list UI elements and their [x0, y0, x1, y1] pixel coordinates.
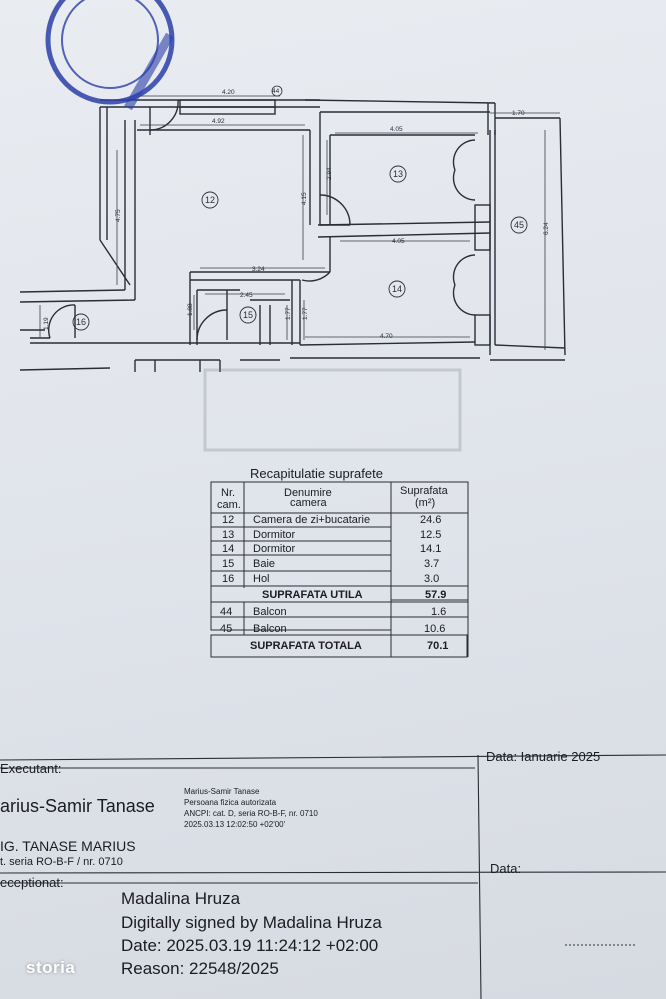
notary-stamp	[45, 0, 175, 111]
receiver-name: Madalina Hruza	[121, 889, 241, 908]
executant-name: arius-Samir Tanase	[0, 796, 155, 816]
date-january-label: Data: Ianuarie 2025	[486, 749, 601, 764]
dim-294: 2.94	[326, 167, 333, 180]
esign-name: Marius-Samir Tanase	[184, 787, 260, 796]
row-12-nr: 12	[222, 514, 235, 526]
total-area-value: 70.1	[427, 640, 449, 652]
row-12-name: Camera de zi+bucatarie	[253, 514, 371, 526]
table-title: Recapitulatie suprafete	[250, 466, 383, 481]
faded-watermark	[203, 368, 462, 452]
room-label-15: 15	[243, 310, 253, 320]
esign-timestamp: 2025.03.13 12:02:50 +02'00'	[184, 820, 286, 829]
row-45-nr: 45	[220, 623, 233, 635]
signature-date-line: Date: 2025.03.19 11:24:12 +02:00	[121, 936, 379, 955]
esign-line-2: Persoana fizica autorizata	[184, 798, 277, 807]
dim-470: 4.70	[380, 333, 393, 340]
row-13-nr: 13	[222, 529, 235, 541]
esign-line-3: ANCPI: cat. D, seria RO-B-F, nr. 0710	[184, 809, 318, 818]
room-label-14: 14	[392, 284, 402, 294]
digital-signature-line: Digitally signed by Madalina Hruza	[121, 913, 382, 932]
dim-492: 4.92	[212, 118, 225, 125]
room-label-12: 12	[205, 195, 215, 205]
table-grid	[210, 481, 469, 658]
date-label: Data:	[490, 861, 522, 876]
row-44-name: Balcon	[253, 606, 287, 618]
esign-details: Marius-Samir Tanase Persoana fizica auto…	[184, 786, 318, 830]
dim-624: 6.24	[543, 222, 550, 235]
row-14-name: Dormitor	[253, 543, 296, 555]
executant-label: Executant:	[0, 761, 62, 776]
dim-119: 1.19	[43, 317, 50, 330]
row-14-nr: 14	[222, 543, 235, 555]
header-name-2: camera	[290, 497, 327, 509]
row-15-nr: 15	[222, 558, 235, 570]
dim-177-a: 1.77	[285, 307, 292, 320]
header-area-2: (m²)	[415, 497, 436, 509]
header-nr-2: cam.	[217, 499, 241, 511]
row-45-name: Balcon	[253, 623, 287, 635]
dim-420: 4.20	[222, 89, 235, 96]
row-16-nr: 16	[222, 573, 235, 585]
dim-324: 3.24	[252, 266, 265, 273]
receptionat-label: eceptionat:	[0, 875, 64, 890]
room-label-45: 45	[514, 220, 524, 230]
header-name: Denumire	[284, 487, 332, 499]
useful-area-value: 57.9	[425, 589, 447, 601]
row-45-area: 10.6	[424, 623, 446, 635]
total-area-label: SUPRAFATA TOTALA	[250, 640, 362, 652]
dim-188: 1.88	[187, 303, 194, 316]
row-16-area: 3.0	[424, 573, 440, 585]
row-13-area: 12.5	[420, 529, 442, 541]
dim-177-b: 1.77	[302, 307, 309, 320]
dim-44: 44	[272, 88, 280, 95]
useful-area-label: SUPRAFATA UTILA	[262, 589, 363, 601]
room-label-16: 16	[76, 317, 86, 327]
row-13-name: Dormitor	[253, 529, 296, 541]
signature-box-grid	[0, 754, 666, 999]
dim-170: 1.70	[512, 110, 525, 117]
row-12-area: 24.6	[420, 514, 442, 526]
authorization-series: t. seria RO-B-F / nr. 0710	[0, 856, 123, 868]
dim-405-a: 4.05	[390, 126, 403, 133]
signature-reason-line: Reason: 22548/2025	[121, 959, 279, 978]
dim-245: 2.45	[240, 292, 253, 299]
dim-475: 4.75	[115, 209, 122, 222]
dim-405-b: 4.05	[392, 238, 405, 245]
row-15-name: Baie	[253, 558, 276, 570]
room-label-13: 13	[393, 169, 403, 179]
header-nr: Nr.	[221, 487, 236, 499]
row-44-area: 1.6	[431, 606, 447, 618]
row-16-name: Hol	[253, 573, 270, 585]
header-area: Suprafata	[400, 485, 448, 497]
dim-415: 4.15	[301, 192, 308, 205]
engineer-name: IG. TANASE MARIUS	[0, 838, 136, 854]
row-44-nr: 44	[220, 606, 233, 618]
floor-plan: 4.20 44 4.92 4.05 1.70 2.94 4.15 4.75 4.…	[19, 0, 566, 452]
storia-logo: storia	[26, 958, 76, 977]
row-14-area: 14.1	[420, 543, 442, 555]
row-15-area: 3.7	[424, 558, 440, 570]
